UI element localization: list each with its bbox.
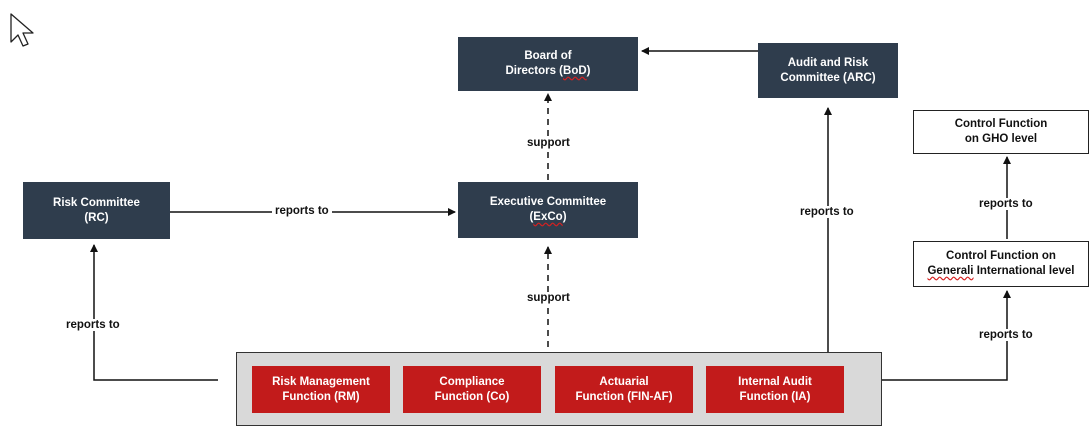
- function-af-line1: Actuarial: [599, 375, 649, 388]
- label-gi-reports-to-gho: reports to: [976, 198, 1036, 210]
- arc-line2: Committee (ARC): [780, 71, 876, 84]
- function-risk-management: Risk Management Function (RM): [252, 366, 390, 413]
- executive-committee-box: Executive Committee (ExCo): [458, 182, 638, 238]
- risk-committee-box: Risk Committee (RC): [23, 182, 170, 239]
- mouse-cursor-icon: [10, 13, 34, 47]
- arc-line1: Audit and Risk: [787, 56, 869, 69]
- label-support-top: support: [524, 137, 573, 149]
- function-actuarial: Actuarial Function (FIN-AF): [555, 366, 693, 413]
- rc-line1: Risk Committee: [53, 196, 140, 209]
- function-rm-line2: Function (RM): [282, 390, 360, 403]
- function-ia-line2: Function (IA): [739, 390, 811, 403]
- function-rm-line1: Risk Management: [272, 375, 370, 388]
- exco-line1: Executive Committee: [489, 196, 607, 208]
- label-reports-to-gi: reports to: [976, 329, 1036, 341]
- gi-line2: Generali International level: [927, 265, 1075, 277]
- label-rc-reports-to-exco: reports to: [272, 205, 332, 217]
- gho-line1: Control Function: [954, 118, 1048, 130]
- board-of-directors-box: Board of Directors (BoD): [458, 37, 638, 91]
- control-function-gi-box: Control Function on Generali Internation…: [913, 241, 1089, 287]
- arrow-functions-to-rc: [90, 244, 218, 381]
- audit-risk-committee-box: Audit and Risk Committee (ARC): [758, 43, 898, 98]
- control-function-gho-box: Control Function on GHO level: [913, 110, 1089, 154]
- function-co-line2: Function (Co): [434, 390, 510, 403]
- function-internal-audit: Internal Audit Function (IA): [706, 366, 844, 413]
- function-af-line2: Function (FIN-AF): [575, 390, 673, 403]
- function-ia-line1: Internal Audit: [738, 375, 812, 388]
- label-reports-to-rc: reports to: [63, 319, 123, 331]
- arrow-functions-to-gi: [882, 290, 1011, 381]
- function-compliance: Compliance Function (Co): [403, 366, 541, 413]
- label-reports-to-arc: reports to: [797, 206, 857, 218]
- label-support-bottom: support: [524, 292, 573, 304]
- exco-line2: (ExCo): [529, 211, 567, 223]
- gho-line2: on GHO level: [964, 133, 1038, 145]
- gi-line1: Control Function on: [946, 250, 1056, 262]
- function-co-line1: Compliance: [439, 375, 505, 388]
- bod-line2: Directors (BoD): [505, 65, 591, 77]
- bod-line1: Board of: [524, 50, 572, 62]
- rc-line2: (RC): [84, 211, 109, 224]
